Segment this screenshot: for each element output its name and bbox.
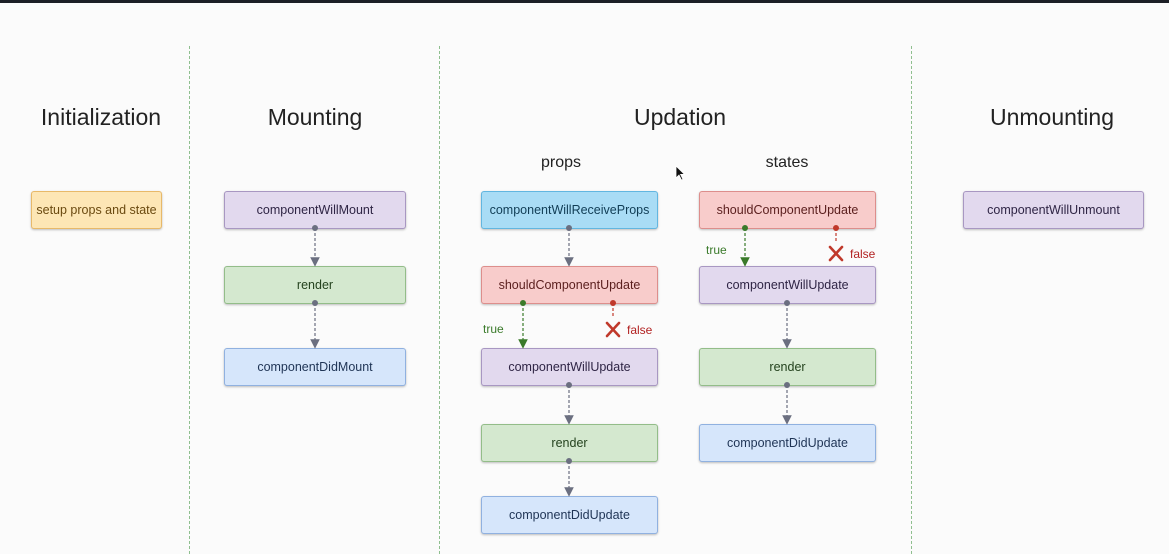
box-props-render: render bbox=[481, 424, 658, 462]
divider-mounting-updation bbox=[439, 46, 440, 554]
box-component-will-unmount: componentWillUnmount bbox=[963, 191, 1144, 229]
phase-title-updation: Updation bbox=[633, 104, 727, 130]
divider-initialization-mounting bbox=[189, 46, 190, 554]
box-props-should-component-update: shouldComponentUpdate bbox=[481, 266, 658, 304]
arrow-states-2 bbox=[782, 300, 792, 349]
arrow-props-3 bbox=[564, 382, 574, 425]
subtitle-props: props bbox=[540, 154, 582, 171]
label-props-true: true bbox=[483, 322, 504, 336]
box-states-render: render bbox=[699, 348, 876, 386]
divider-updation-unmounting bbox=[911, 46, 912, 554]
mouse-cursor-icon bbox=[675, 165, 686, 181]
arrow-states-false bbox=[833, 225, 839, 243]
arrow-props-1 bbox=[564, 225, 574, 267]
arrow-states-true bbox=[740, 225, 750, 267]
box-props-component-will-update: componentWillUpdate bbox=[481, 348, 658, 386]
arrow-props-false bbox=[610, 300, 616, 318]
arrow-props-4 bbox=[564, 458, 574, 497]
phase-title-initialization: Initialization bbox=[40, 104, 162, 130]
label-states-false: false bbox=[850, 247, 876, 261]
label-states-true: true bbox=[706, 243, 727, 257]
box-props-component-will-receive-props: componentWillReceiveProps bbox=[481, 191, 658, 229]
arrow-states-3 bbox=[782, 382, 792, 425]
box-setup-props-and-state: setup props and state bbox=[31, 191, 162, 229]
false-x-icon bbox=[605, 321, 621, 338]
box-states-should-component-update: shouldComponentUpdate bbox=[699, 191, 876, 229]
box-props-component-did-update: componentDidUpdate bbox=[481, 496, 658, 534]
subtitle-states: states bbox=[765, 154, 809, 171]
arrow-mount-2 bbox=[310, 300, 320, 349]
arrow-props-true bbox=[518, 300, 528, 349]
false-x-icon bbox=[828, 245, 844, 262]
label-props-false: false bbox=[627, 323, 653, 337]
arrow-mount-1 bbox=[310, 225, 320, 267]
top-bar bbox=[0, 0, 1169, 3]
phase-title-unmounting: Unmounting bbox=[989, 104, 1115, 130]
box-mount-component-will-mount: componentWillMount bbox=[224, 191, 406, 229]
phase-title-mounting: Mounting bbox=[267, 104, 363, 130]
box-states-component-will-update: componentWillUpdate bbox=[699, 266, 876, 304]
